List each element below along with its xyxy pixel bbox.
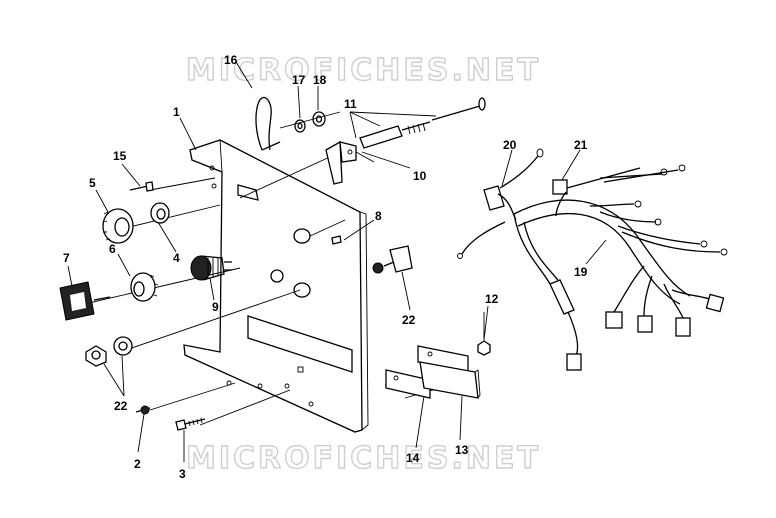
nut-12 bbox=[477, 312, 491, 356]
callout-22-toggle: 22 bbox=[402, 313, 416, 327]
hairpin-clip-16 bbox=[255, 96, 281, 151]
callout-labels: 1 2 3 4 5 6 7 8 9 10 11 12 13 14 15 16 1… bbox=[63, 53, 588, 481]
callout-11: 11 bbox=[344, 97, 357, 111]
callout-2: 2 bbox=[134, 457, 141, 471]
rivet-2 bbox=[135, 405, 151, 415]
callout-15: 15 bbox=[113, 149, 127, 163]
callout-9: 9 bbox=[212, 300, 219, 314]
nut-6 bbox=[130, 272, 159, 302]
callout-21: 21 bbox=[574, 138, 588, 152]
nut-and-lock-washer-22 bbox=[85, 336, 133, 367]
screw-15 bbox=[129, 181, 154, 192]
callout-5: 5 bbox=[89, 176, 96, 190]
callout-14: 14 bbox=[406, 451, 420, 465]
callout-13: 13 bbox=[455, 443, 469, 457]
connector-20 bbox=[483, 148, 544, 221]
ignition-switch-9 bbox=[190, 255, 232, 281]
plug-8 bbox=[331, 235, 342, 245]
callout-7: 7 bbox=[63, 251, 70, 265]
rubber-block-13 bbox=[419, 361, 481, 399]
throttle-cable-11 bbox=[355, 97, 486, 163]
dash-panel bbox=[183, 139, 369, 433]
knurled-nut-5 bbox=[102, 208, 134, 244]
callout-19: 19 bbox=[574, 265, 588, 279]
nut-18 bbox=[312, 111, 326, 127]
bracket-10 bbox=[325, 140, 357, 185]
washer-4 bbox=[150, 202, 170, 224]
watermark-top: MICROFICHES.NET bbox=[186, 53, 541, 88]
callout-12: 12 bbox=[485, 292, 499, 306]
callout-4: 4 bbox=[173, 251, 180, 265]
callout-6: 6 bbox=[109, 242, 116, 256]
callout-18: 18 bbox=[313, 73, 327, 87]
callout-16: 16 bbox=[224, 53, 238, 67]
callout-3: 3 bbox=[179, 467, 186, 481]
wiring-harness-19 bbox=[457, 199, 728, 371]
leader-lines bbox=[67, 61, 607, 462]
callout-17: 17 bbox=[292, 73, 306, 87]
callout-10: 10 bbox=[413, 169, 427, 183]
screw-3 bbox=[175, 417, 206, 431]
callout-8: 8 bbox=[375, 209, 382, 223]
toggle-switch-22 bbox=[372, 245, 413, 274]
key-7 bbox=[59, 281, 111, 321]
watermark-bottom: MICROFICHES.NET bbox=[186, 441, 541, 476]
callout-20: 20 bbox=[503, 138, 517, 152]
connector-21 bbox=[552, 164, 686, 217]
callout-1: 1 bbox=[173, 105, 180, 119]
callout-22-washers: 22 bbox=[114, 399, 128, 413]
